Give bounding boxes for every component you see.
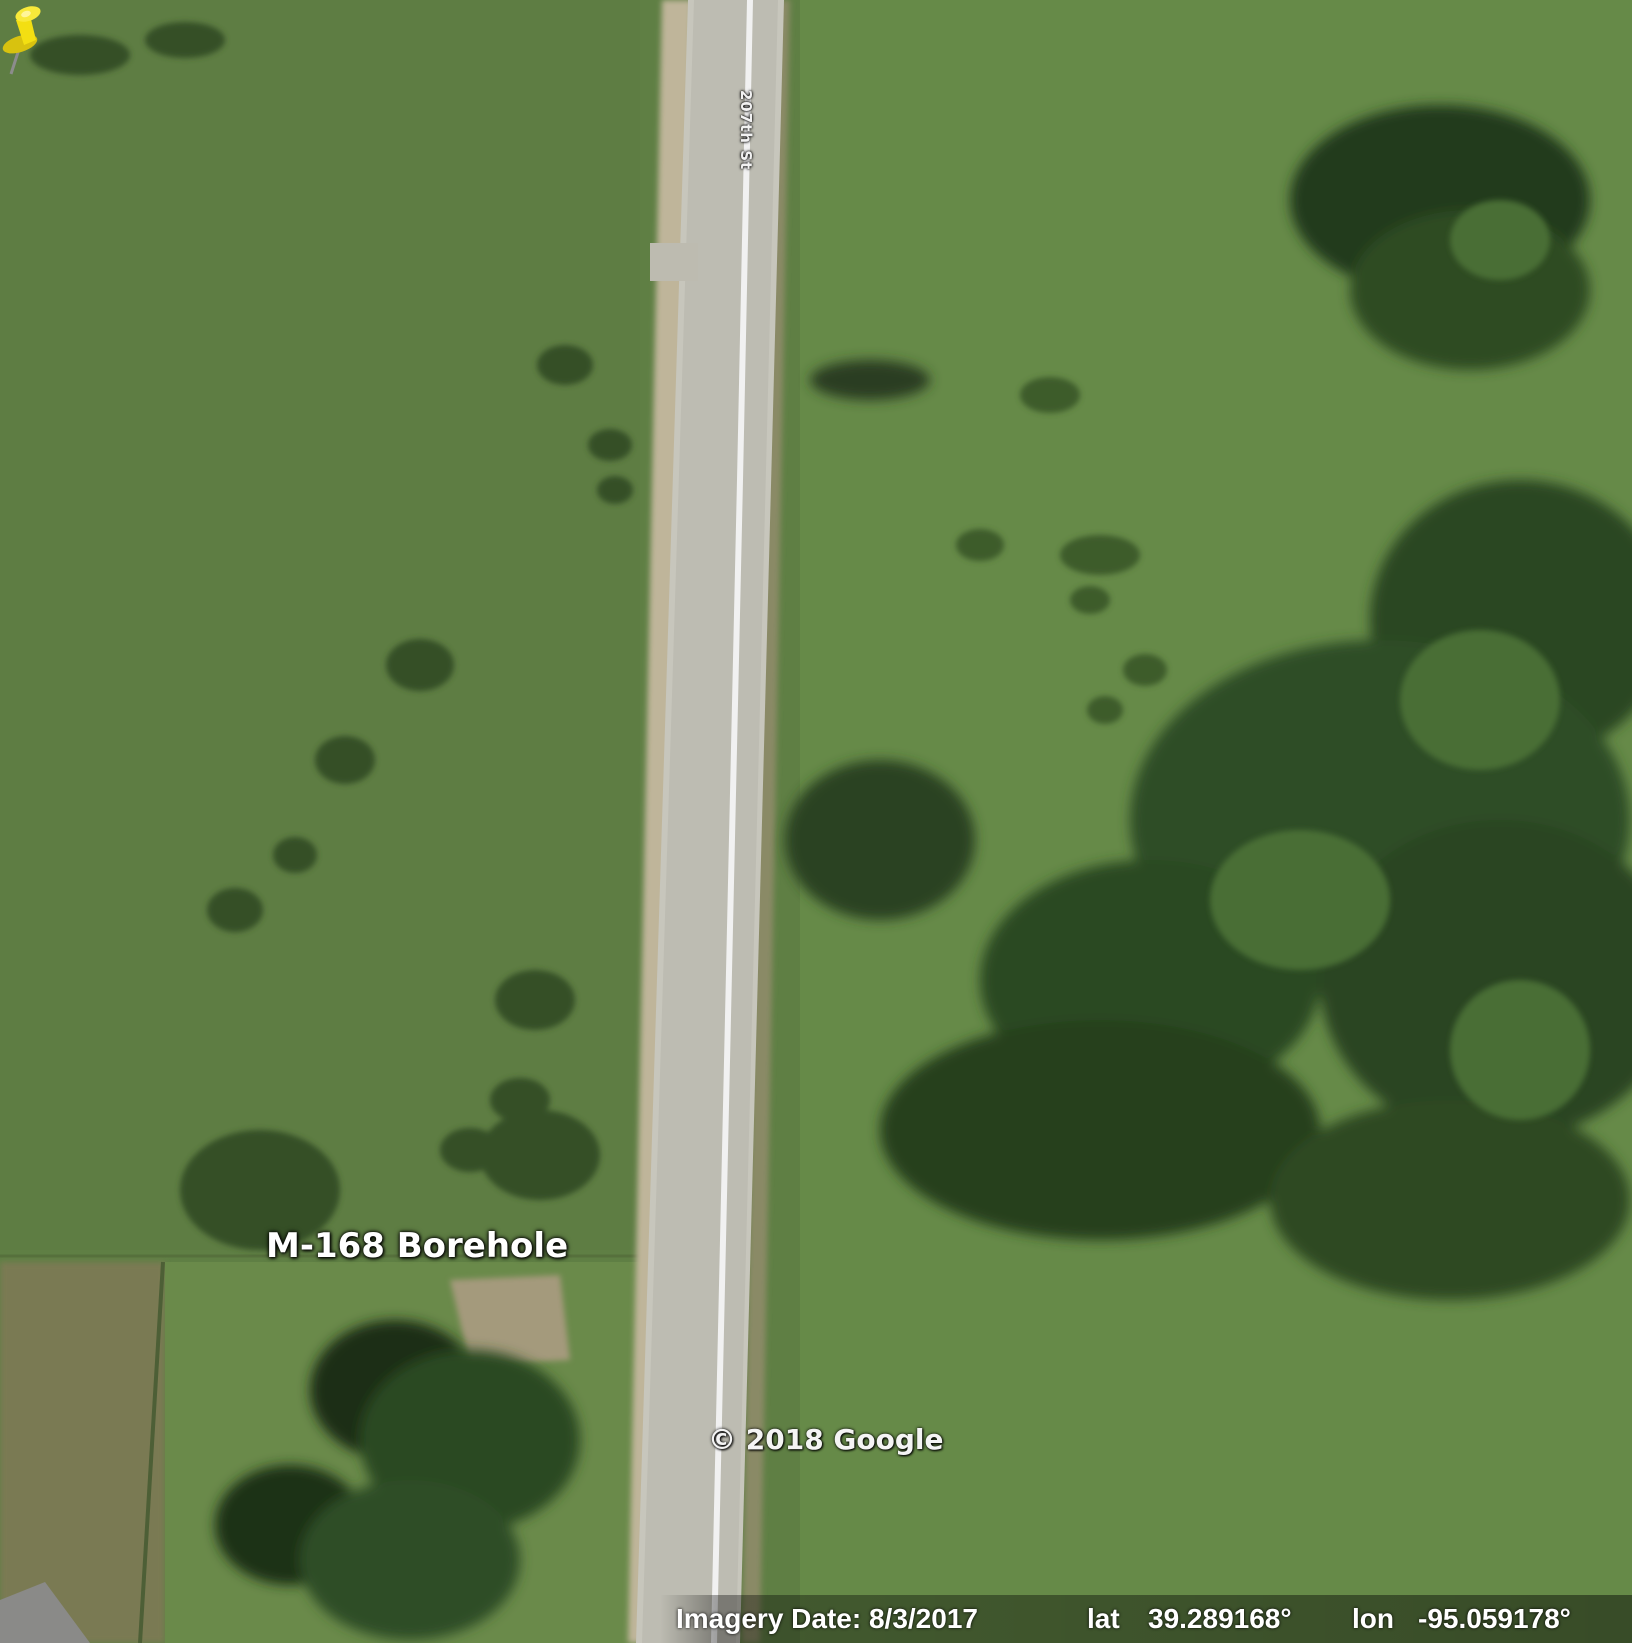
road-label: 207th St: [737, 89, 755, 171]
copyright-text: © 2018 Google: [708, 1423, 944, 1456]
longitude-label: lon: [1352, 1603, 1394, 1634]
yellow-pushpin-icon[interactable]: [0, 0, 56, 76]
placemark-label[interactable]: M-168 Borehole: [266, 1226, 569, 1266]
longitude-value: -95.059178°: [1418, 1603, 1571, 1634]
status-bar: Imagery Date: 8/3/2017 lat 39.289168° lo…: [660, 1595, 1632, 1643]
imagery-date: Imagery Date: 8/3/2017: [676, 1603, 978, 1634]
latitude-value: 39.289168°: [1148, 1603, 1292, 1634]
latitude-label: lat: [1087, 1603, 1120, 1634]
